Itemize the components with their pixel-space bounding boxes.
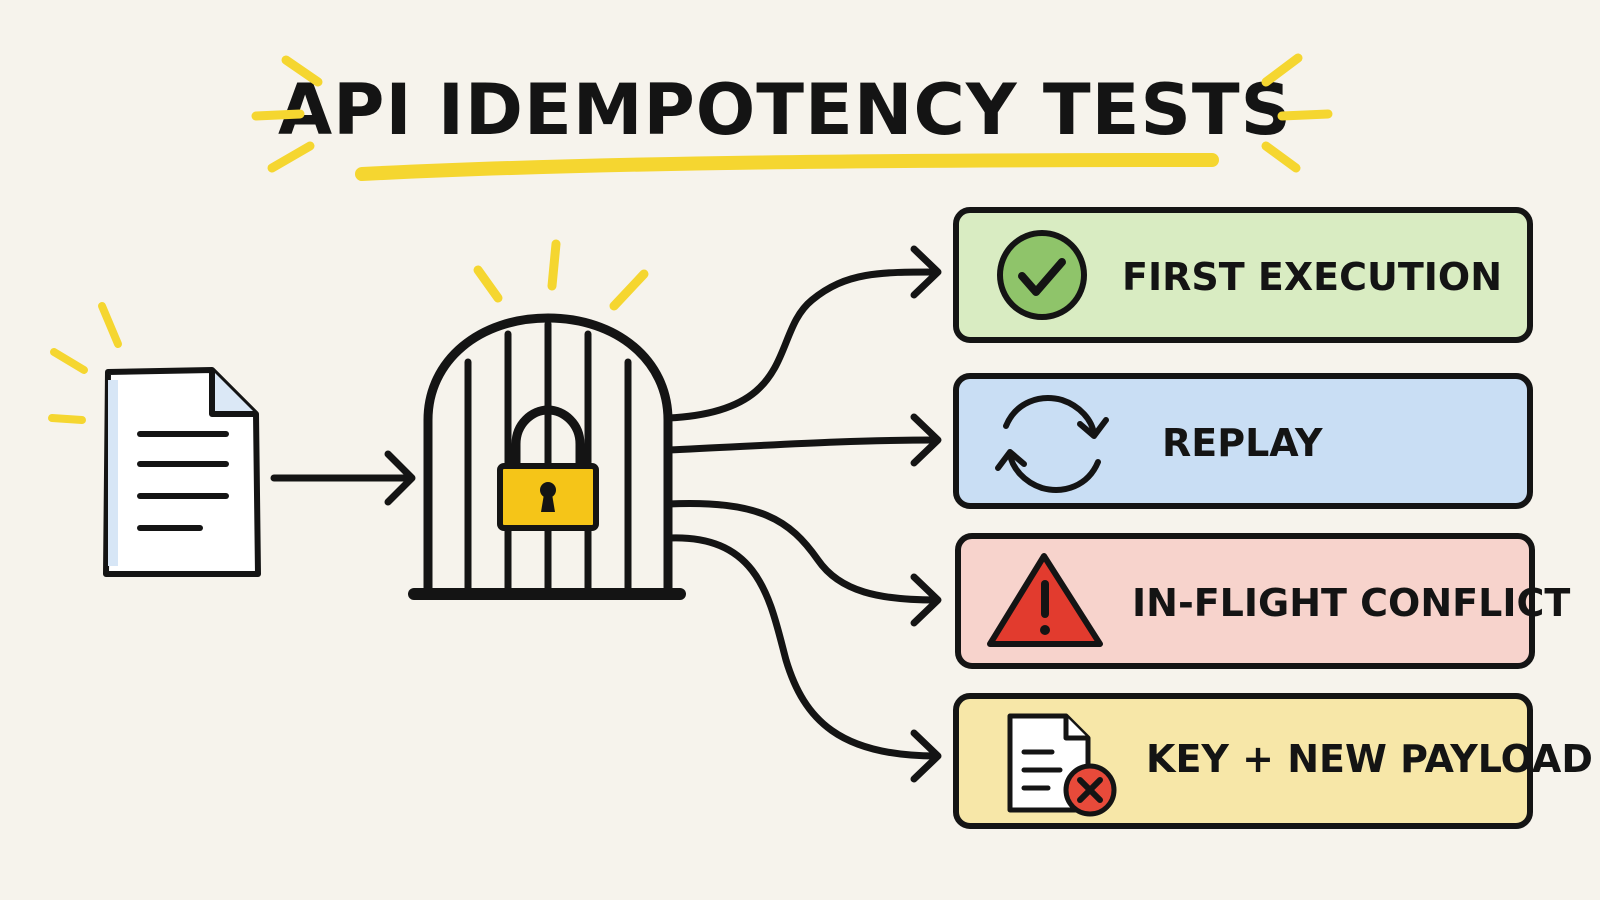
- page-title: API IDEMPOTENCY TESTS: [278, 69, 1292, 151]
- card-background: [953, 207, 1533, 343]
- check-circle-icon: [997, 230, 1087, 320]
- refresh-arrows-icon: [995, 395, 1109, 493]
- document-sparkle: [48, 302, 122, 424]
- card-label: KEY + NEW PAYLOAD: [1146, 737, 1593, 781]
- document-error-icon: [1007, 713, 1117, 817]
- title-sparkle-left: [251, 55, 323, 173]
- outcome-card-in-flight-conflict: IN-FLIGHT CONFLICT: [955, 533, 1570, 669]
- outcome-card-replay: REPLAY: [953, 373, 1533, 509]
- branch-arrow-replay: [664, 436, 940, 454]
- branch-arrow-in-flight-conflict: [664, 500, 940, 604]
- title-underline: [355, 153, 1219, 181]
- request-document-icon: [103, 367, 261, 577]
- branch-arrow-first-execution: [664, 268, 940, 422]
- padlock-icon: [497, 405, 599, 531]
- outcome-card-first-execution: FIRST EXECUTION: [953, 207, 1533, 343]
- card-label: REPLAY: [1162, 421, 1323, 465]
- idempotency-gate-icon: [408, 313, 686, 600]
- outcome-card-key-new-payload: KEY + NEW PAYLOAD: [953, 693, 1593, 829]
- request-arrow: [270, 450, 416, 506]
- card-background: [955, 533, 1535, 669]
- card-background: [953, 373, 1533, 509]
- card-label: FIRST EXECUTION: [1122, 255, 1502, 299]
- card-label: IN-FLIGHT CONFLICT: [1132, 581, 1570, 625]
- warning-triangle-icon: [987, 553, 1103, 647]
- gate-sparkle: [473, 239, 649, 311]
- branch-arrows: [664, 245, 942, 783]
- branch-arrow-key-new-payload: [664, 534, 940, 760]
- title-sparkle-right: [1261, 53, 1333, 173]
